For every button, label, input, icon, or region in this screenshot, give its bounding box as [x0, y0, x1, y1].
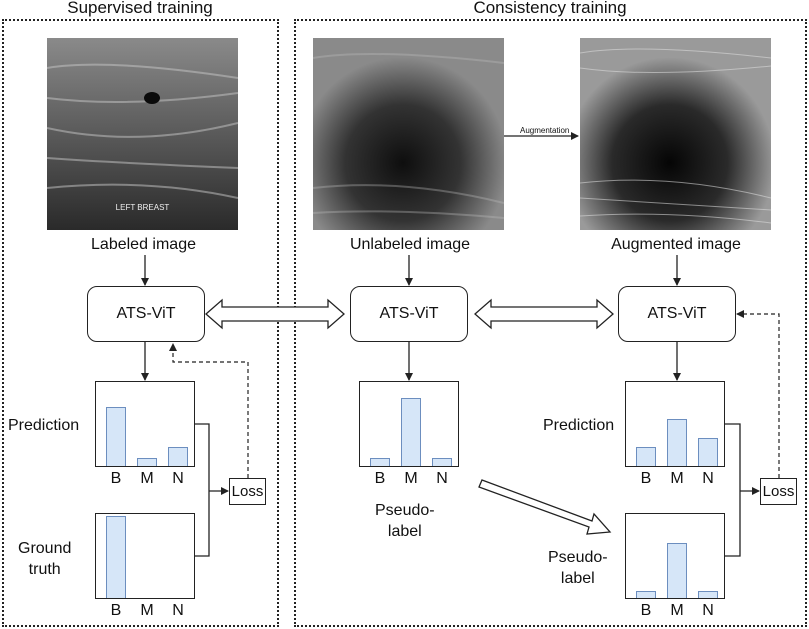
ground-truth-line2: truth	[28, 561, 61, 578]
unlabeled-image	[313, 38, 504, 230]
unlabeled-image-caption: Unlabeled image	[349, 236, 471, 253]
tick-label-M: M	[140, 602, 154, 619]
labeled-image: LEFT BREAST	[47, 38, 238, 230]
bar-B	[106, 516, 126, 598]
labeled-image-caption: Labeled image	[91, 236, 196, 253]
ground-truth-line1: Ground	[18, 540, 72, 557]
prediction-label-consistency: Prediction	[543, 417, 615, 434]
labeled-image-overlay-text: LEFT BREAST	[115, 203, 170, 212]
model-label: ATS-ViT	[647, 305, 707, 322]
tick-label-M: M	[670, 470, 684, 487]
pseudo-label-line1: Pseudo-	[375, 502, 435, 519]
model-label: ATS-ViT	[116, 305, 176, 322]
bar-N	[168, 447, 188, 466]
model-label: ATS-ViT	[379, 305, 439, 322]
tick-label-N: N	[436, 470, 448, 487]
ats-vit-augmented: ATS-ViT	[618, 286, 736, 342]
bar-M	[667, 419, 687, 466]
tick-label-M: M	[404, 470, 418, 487]
pseudo-label-line2: label	[387, 523, 422, 540]
ground-truth-label: Ground truth	[18, 538, 71, 580]
tick-label-N: N	[702, 470, 714, 487]
pseudo-label-center: Pseudo- label	[375, 500, 435, 542]
augmentation-label: Augmentation	[520, 126, 570, 135]
loss-consistency: Loss	[760, 478, 797, 505]
tick-label-B: B	[374, 470, 386, 487]
supervised-title: Supervised training	[67, 0, 213, 17]
tick-label-N: N	[172, 470, 184, 487]
tick-label-M: M	[140, 470, 154, 487]
tick-label-B: B	[640, 602, 652, 619]
bar-B	[636, 447, 656, 466]
bar-N	[698, 591, 718, 598]
consistency-title: Consistency training	[473, 0, 627, 17]
tick-label-N: N	[172, 602, 184, 619]
tick-label-M: M	[670, 602, 684, 619]
tick-label-N: N	[702, 602, 714, 619]
bar-N	[432, 458, 452, 466]
augmented-image	[580, 38, 771, 230]
bar-B	[370, 458, 390, 466]
tick-label-B: B	[110, 470, 122, 487]
pseudo-label-right-line2: label	[560, 570, 595, 587]
bar-B	[106, 407, 126, 466]
pseudo-label-right-line1: Pseudo-	[548, 549, 608, 566]
bar-N	[698, 438, 718, 466]
loss-supervised: Loss	[229, 478, 266, 505]
tick-label-B: B	[640, 470, 652, 487]
bar-B	[636, 591, 656, 598]
ats-vit-unlabeled: ATS-ViT	[350, 286, 468, 342]
pseudo-label-right: Pseudo- label	[548, 547, 608, 589]
prediction-label-supervised: Prediction	[8, 417, 80, 434]
ats-vit-supervised: ATS-ViT	[87, 286, 205, 342]
tick-label-B: B	[110, 602, 122, 619]
bar-M	[667, 543, 687, 598]
augmented-image-caption: Augmented image	[611, 236, 741, 253]
bar-M	[401, 398, 421, 466]
bar-M	[137, 458, 157, 466]
